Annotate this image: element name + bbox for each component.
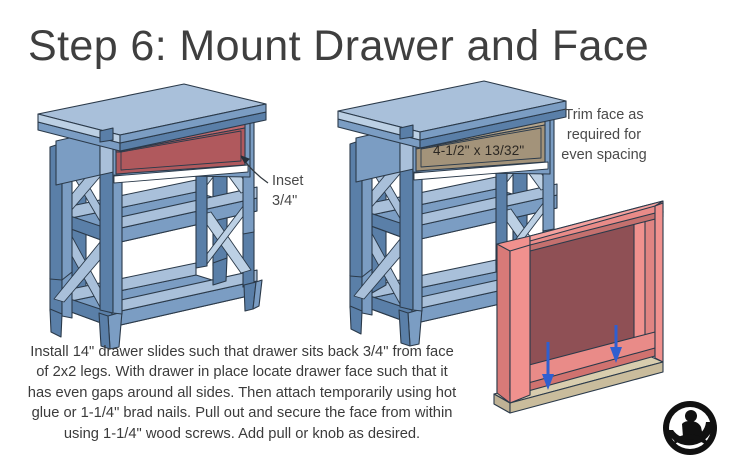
inset-callout-arrow bbox=[240, 155, 269, 184]
instruction-line-1: Install 14" drawer slides such that draw… bbox=[30, 344, 454, 360]
inset-annotation-line2: 3/4" bbox=[272, 193, 298, 209]
assembly-arrow-right bbox=[610, 325, 622, 363]
trim-annotation-line2: required for bbox=[566, 127, 642, 143]
drawer-box-figure bbox=[493, 200, 664, 414]
page-title: Step 6: Mount Drawer and Face bbox=[28, 22, 650, 70]
drawer-face-dimension-label: 4-1/2" x 13/32" bbox=[433, 143, 525, 158]
left-nightstand-figure bbox=[37, 83, 267, 350]
instruction-line-3: has even gaps around all sides. Then att… bbox=[27, 384, 457, 401]
trim-face-annotation: Trim face as required for even spacing bbox=[561, 105, 646, 165]
instruction-line-2: of 2x2 legs. With drawer in place locate… bbox=[36, 364, 448, 381]
instruction-line-4: glue or 1-1/4" brad nails. Pull out and … bbox=[31, 405, 453, 422]
assembly-arrow-left bbox=[542, 342, 554, 390]
instruction-paragraph: Install 14" drawer slides such that draw… bbox=[22, 342, 462, 444]
trim-annotation-line3: even spacing bbox=[561, 147, 647, 163]
trim-annotation-line1: Trim face as bbox=[564, 107, 644, 123]
middle-nightstand-figure bbox=[337, 80, 567, 347]
woodworker-logo bbox=[663, 401, 717, 455]
inset-annotation: Inset 3/4" bbox=[272, 171, 303, 211]
inset-annotation-line1: Inset bbox=[272, 173, 304, 189]
instruction-line-5: using 1-1/4" wood screws. Add pull or kn… bbox=[63, 425, 421, 442]
